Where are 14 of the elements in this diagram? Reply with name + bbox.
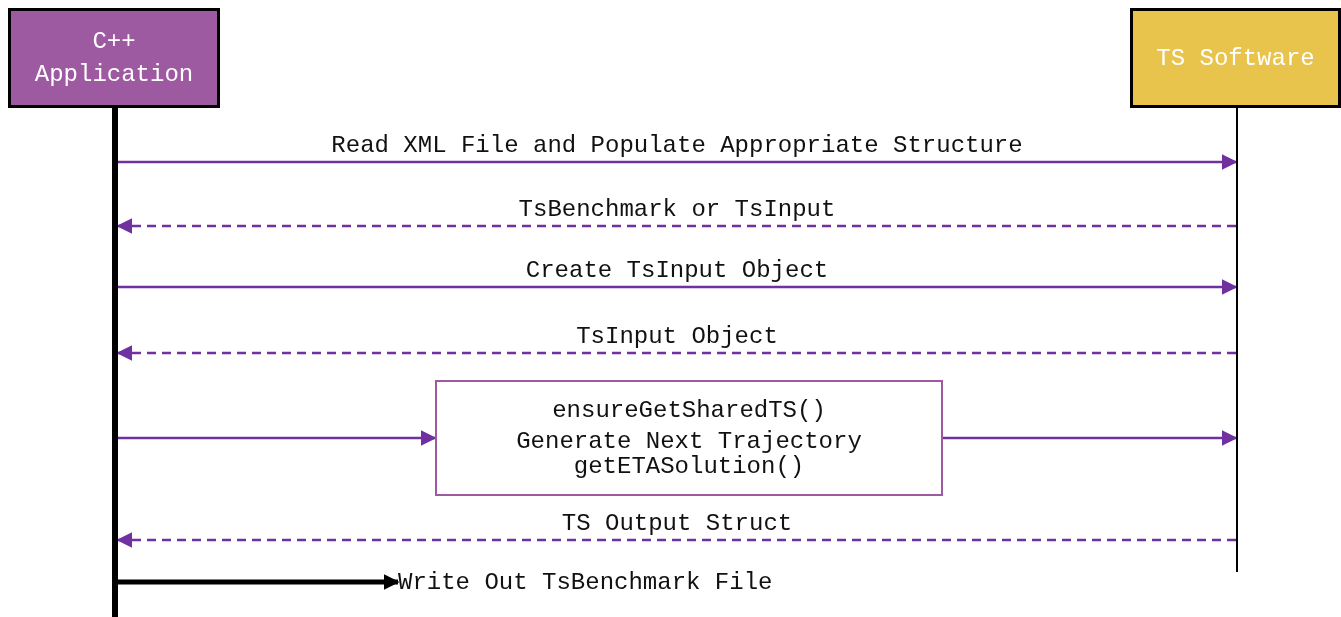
node-text: Generate Next Trajectory getETASolution(): [515, 428, 863, 479]
arrow: [116, 345, 1236, 361]
arrow: [118, 430, 437, 446]
method-name: ensureGetSharedTS(): [552, 397, 826, 423]
arrow: [118, 279, 1238, 295]
arrow: [116, 218, 1236, 234]
node-text: TS Software: [1156, 43, 1315, 74]
process-box: [435, 380, 943, 496]
arrow: [943, 430, 1238, 446]
node-text: C++ Application: [33, 27, 195, 90]
arrow: [116, 532, 1236, 548]
arrow: [118, 574, 400, 590]
action-text: Write Out TsBenchmark File: [398, 566, 842, 598]
arrow: [118, 154, 1238, 170]
